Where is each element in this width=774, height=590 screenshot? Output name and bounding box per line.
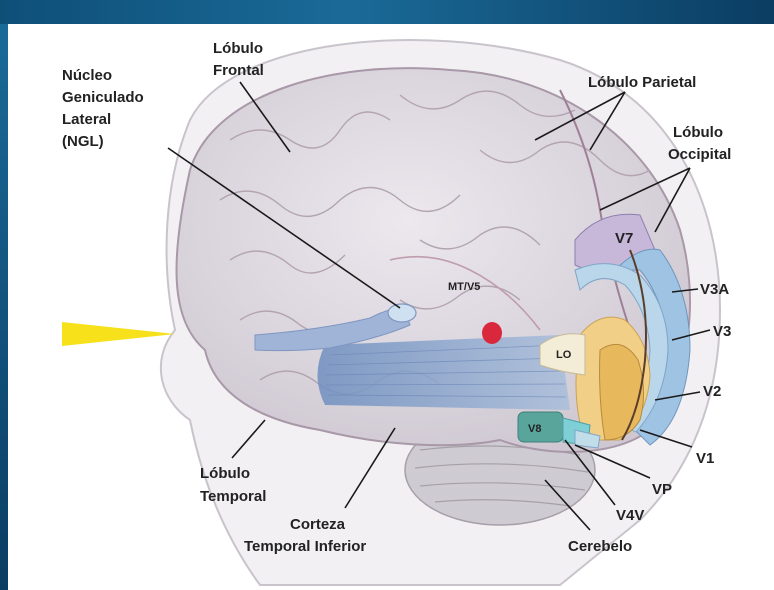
label-cortex-2: Temporal Inferior	[244, 538, 366, 555]
label-ngl-1: Núcleo	[62, 67, 112, 84]
ngl-nucleus	[388, 304, 416, 322]
label-temporal-1: Lóbulo	[200, 465, 250, 482]
label-frontal-1: Lóbulo	[213, 40, 263, 57]
label-mt-v5: MT/V5	[448, 281, 480, 293]
label-cerebelo: Cerebelo	[568, 538, 632, 555]
label-occipital-1: Lóbulo	[673, 124, 723, 141]
label-frontal-2: Frontal	[213, 62, 264, 79]
label-v4v: V4V	[616, 507, 644, 524]
label-ngl-2: Geniculado	[62, 89, 144, 106]
label-temporal-2: Temporal	[200, 488, 266, 505]
label-cortex-1: Corteza	[290, 516, 346, 533]
label-v2: V2	[703, 383, 721, 400]
label-v1: V1	[696, 450, 714, 467]
eye-light-pointer	[62, 322, 175, 346]
label-v7: V7	[615, 230, 633, 247]
label-occipital-2: Occipital	[668, 146, 731, 163]
label-vp: VP	[652, 481, 672, 498]
label-parietal: Lóbulo Parietal	[588, 74, 696, 91]
label-v3: V3	[713, 323, 731, 340]
label-lo: LO	[556, 349, 572, 361]
label-ngl-4: (NGL)	[62, 133, 104, 150]
label-v8: V8	[528, 423, 541, 435]
label-ngl-3: Lateral	[62, 111, 111, 128]
area-mt-v5	[482, 322, 502, 344]
label-v3a: V3A	[700, 281, 729, 298]
